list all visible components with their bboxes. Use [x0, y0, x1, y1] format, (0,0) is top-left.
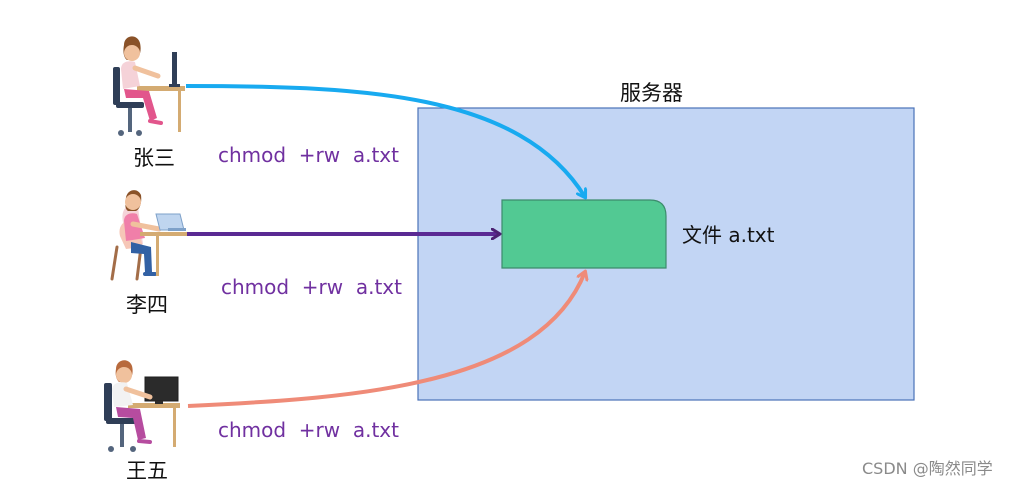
file-label: 文件 a.txt	[682, 223, 775, 247]
command-label-lisi: chmod +rw a.txt	[221, 275, 402, 299]
user-lisi-figure	[110, 190, 187, 281]
arrow-wangwu-to-file	[187, 272, 585, 408]
server-title: 服务器	[620, 81, 683, 105]
user-name-zhangsan: 张三	[133, 146, 175, 170]
user-name-lisi: 李四	[126, 293, 168, 317]
user-name-wangwu: 王五	[126, 459, 168, 483]
watermark-text: CSDN @陶然同学	[862, 459, 993, 478]
user-wangwu-figure	[104, 360, 180, 452]
file-node	[501, 199, 667, 269]
user-zhangsan-figure	[113, 36, 185, 136]
command-label-wangwu: chmod +rw a.txt	[218, 418, 399, 442]
command-label-zhangsan: chmod +rw a.txt	[218, 143, 399, 167]
arrow-zhangsan-to-file	[185, 84, 585, 197]
